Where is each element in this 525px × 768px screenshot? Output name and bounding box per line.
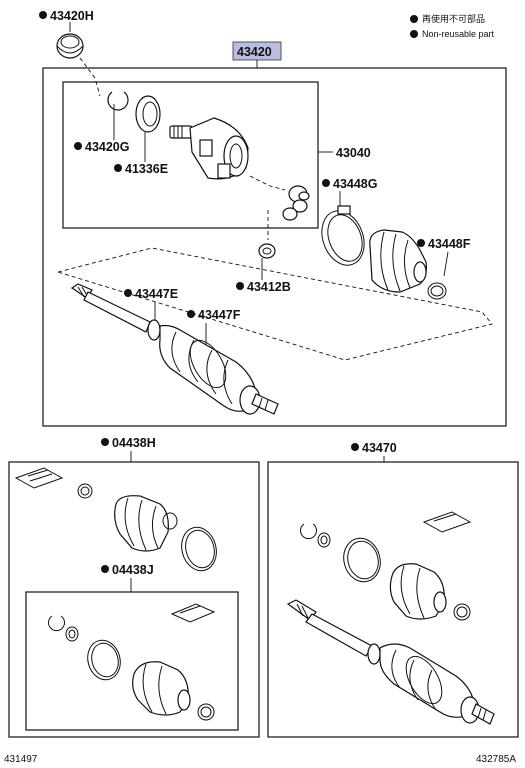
callout-43420g[interactable]: 43420G <box>74 104 129 154</box>
callout-43448f[interactable]: 43448F <box>417 237 471 277</box>
illustration-code-right: 432785A <box>476 754 516 765</box>
illustration-code-left: 431497 <box>4 754 38 765</box>
clamp-small-kit-j-part <box>197 703 215 721</box>
inboard-boot-part <box>369 229 427 293</box>
assembly-43420-frame <box>42 67 507 427</box>
boot-clamp-large-part <box>321 205 365 266</box>
callout-43420h[interactable]: 43420H <box>39 9 94 32</box>
clamp-large-kit-j-part <box>87 639 121 681</box>
clamp-kit-small-part <box>162 512 178 530</box>
non-reusable-dot-icon <box>187 310 195 318</box>
oil-seal-part <box>135 95 161 133</box>
tripod-joint-part <box>282 185 310 221</box>
seal-43470-part <box>317 532 331 548</box>
callout-04438h[interactable]: 04438H <box>101 436 156 462</box>
legend: 再使用不可部品 Non-reusable part <box>410 13 495 39</box>
part-label-43447e: 43447E <box>135 287 178 301</box>
outboard-boot-part <box>159 324 279 415</box>
grease-pack-43470-part <box>422 511 472 533</box>
part-label-41336e: 41336E <box>125 162 168 176</box>
non-reusable-dot-icon <box>101 438 109 446</box>
kit-43470-frame <box>267 461 519 738</box>
non-reusable-dot-icon <box>410 30 418 38</box>
drive-shaft-part <box>70 283 161 341</box>
callout-43420[interactable]: 43420 <box>232 41 282 68</box>
grease-pack-kit-j-part <box>170 603 216 623</box>
part-label-43448g: 43448G <box>333 177 377 191</box>
boot-43470-part <box>389 563 447 620</box>
non-reusable-dot-icon <box>236 282 244 290</box>
snap-ring-43470-part <box>300 523 317 540</box>
snap-ring-small-part <box>258 243 276 259</box>
non-reusable-dot-icon <box>410 15 418 23</box>
non-reusable-dot-icon <box>114 164 122 172</box>
seal-kit-j-part <box>65 626 79 642</box>
boot-kit-part <box>114 495 169 552</box>
part-label-04438h: 04438H <box>112 436 156 450</box>
non-reusable-dot-icon <box>351 443 359 451</box>
snap-ring-part <box>107 91 129 111</box>
kit-04438h-frame <box>8 461 260 738</box>
callout-41336e[interactable]: 41336E <box>114 132 168 176</box>
part-label-43420: 43420 <box>237 45 272 59</box>
non-reusable-dot-icon <box>39 11 47 19</box>
part-label-43040: 43040 <box>336 146 371 160</box>
callout-43448g[interactable]: 43448G <box>322 177 377 210</box>
grease-pack-part <box>14 467 64 489</box>
outboard-shaft-43470-part <box>286 599 495 725</box>
callout-43470[interactable]: 43470 <box>351 441 397 462</box>
boot-kit-j-part <box>132 661 191 716</box>
assembly-43040-frame <box>62 81 319 229</box>
callout-43412b[interactable]: 43412B <box>236 258 291 294</box>
part-label-43412b: 43412B <box>247 280 291 294</box>
part-label-43448f: 43448F <box>428 237 471 251</box>
non-reusable-dot-icon <box>322 179 330 187</box>
clamp-large-43470-part <box>343 537 381 583</box>
callout-43447e[interactable]: 43447E <box>124 287 178 320</box>
non-reusable-dot-icon <box>101 565 109 573</box>
non-reusable-dot-icon <box>417 239 425 247</box>
legend-non-reusable-en: Non-reusable part <box>422 29 495 39</box>
snap-ring-kit-part <box>77 483 93 499</box>
part-label-04438j: 04438J <box>112 563 154 577</box>
clamp-small-43470-part <box>453 603 471 621</box>
inboard-joint-housing <box>169 117 249 180</box>
part-label-43420h: 43420H <box>50 9 94 23</box>
part-label-43420g: 43420G <box>85 140 129 154</box>
callout-04438j[interactable]: 04438J <box>101 563 154 592</box>
boot-clamp-small-part <box>427 282 447 300</box>
legend-non-reusable-jp: 再使用不可部品 <box>422 13 485 24</box>
dust-cap-part <box>56 33 84 59</box>
clamp-kit-large-part <box>181 526 217 572</box>
non-reusable-dot-icon <box>74 142 82 150</box>
non-reusable-dot-icon <box>124 289 132 297</box>
part-label-43470: 43470 <box>362 441 397 455</box>
callout-43040[interactable]: 43040 <box>318 146 371 160</box>
kit-04438j-frame <box>25 591 239 731</box>
sub-assembly-outline <box>56 247 493 361</box>
part-label-43447f: 43447F <box>198 308 241 322</box>
snap-ring-kit-j-part <box>48 615 65 632</box>
